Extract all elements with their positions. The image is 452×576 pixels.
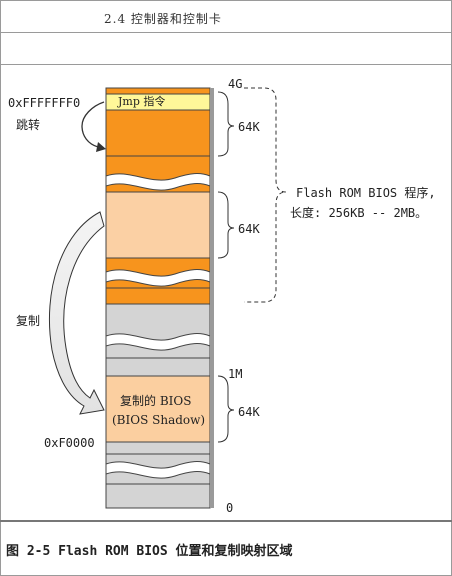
brace-upper-64k: [217, 91, 235, 157]
brace-middle-64k: [217, 191, 235, 259]
memory-map-diagram: [48, 87, 287, 509]
label-shadow-64k: 64K: [238, 405, 260, 419]
label-middle-64k: 64K: [238, 222, 260, 236]
jmp-instruction-label: Jmp 指令: [118, 95, 166, 108]
label-shadow-start: 0xF0000: [44, 436, 95, 450]
flash-desc-line2: 长度: 256KB -- 2MB。: [290, 206, 428, 220]
label-upper-64k: 64K: [238, 120, 260, 134]
header-rule: [0, 32, 452, 33]
label-reset-vector: 0xFFFFFFF0: [8, 96, 81, 110]
label-copy: 复制: [16, 314, 41, 328]
figure-caption: 图 2-5 Flash ROM BIOS 位置和复制映射区域: [6, 544, 293, 559]
page-header-title: 2.4 控制器和控制卡: [104, 12, 222, 26]
bios-shadow-block: [105, 375, 211, 443]
brace-flash-rom-range: [244, 87, 287, 303]
column-edge-shadow: [210, 88, 214, 508]
jump-arrow: [81, 101, 105, 148]
caption-rule: [0, 520, 452, 522]
shadow-line1: 复制的 BIOS: [120, 394, 192, 408]
label-zero: 0: [226, 501, 234, 515]
copy-arrow: [48, 211, 105, 415]
figure-top-rule: [0, 64, 452, 65]
shadow-line2: (BIOS Shadow): [112, 413, 206, 427]
flash-desc-line1: Flash ROM BIOS 程序,: [296, 186, 436, 200]
label-1m: 1M: [228, 367, 243, 381]
brace-shadow-64k: [217, 375, 235, 443]
flash-light-block: [105, 191, 211, 259]
label-4g: 4G: [228, 77, 243, 91]
label-jump: 跳转: [16, 118, 41, 132]
jump-arrowhead: [96, 142, 106, 152]
